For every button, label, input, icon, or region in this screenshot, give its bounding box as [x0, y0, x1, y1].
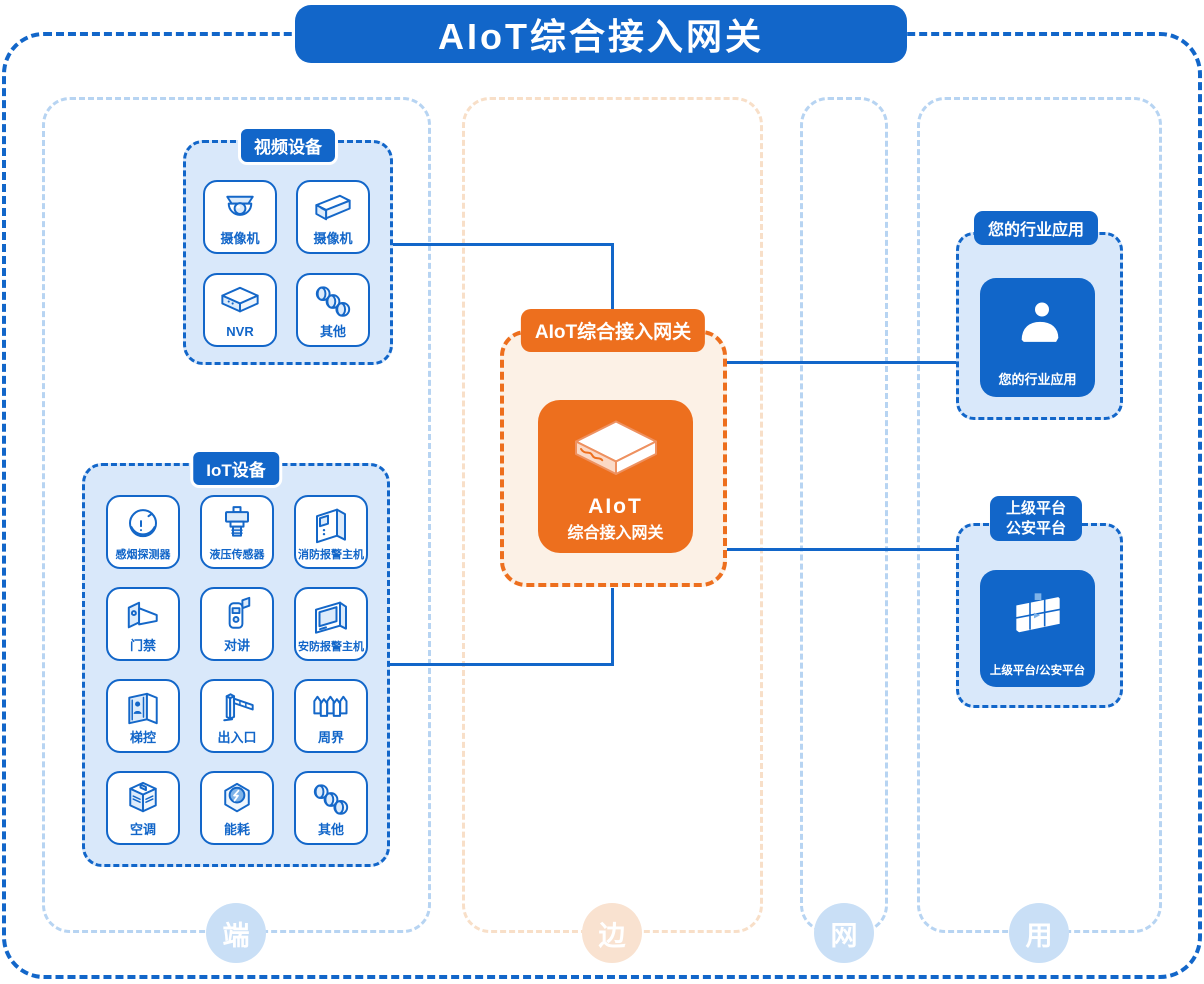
person-icon — [1019, 300, 1060, 344]
card-nvr: NVR — [203, 273, 277, 347]
upper-platform-label: 上级平台 公安平台 — [989, 496, 1083, 541]
iot-devices-cards: 感烟探测器 液压传感器 消防报警主机 门禁 对讲 安防报警主机 梯控 出入口 — [106, 495, 368, 845]
industry-app-tile-label: 您的行业应用 — [998, 372, 1077, 387]
card-elevator-control: 梯控 — [106, 679, 180, 753]
fire-alarm-panel-icon — [316, 508, 346, 544]
card-energy: 能耗 — [200, 771, 274, 845]
iot-devices-group: 感烟探测器 液压传感器 消防报警主机 门禁 对讲 安防报警主机 梯控 出入口 — [82, 463, 390, 867]
gateway-device-icon — [574, 420, 657, 475]
air-conditioner-icon — [129, 781, 157, 813]
card-label: 安防报警主机 — [298, 641, 364, 654]
video-devices-cards: 摄像机 摄像机 NVR 其他 — [203, 180, 370, 347]
card-label: 对讲 — [223, 638, 250, 654]
card-label: 能耗 — [223, 822, 250, 838]
card-perimeter: 周界 — [294, 679, 368, 753]
nvr-icon — [221, 286, 259, 313]
dome-camera-icon — [226, 195, 254, 216]
card-video-other: 其他 — [296, 273, 370, 347]
upper-platform-tile: 上级平台/公安平台 — [980, 570, 1095, 687]
card-label: 摄像机 — [220, 231, 260, 247]
connector-iot-horizontal — [390, 663, 614, 666]
card-label: 出入口 — [217, 730, 257, 746]
upper-platform-label-line1: 上级平台 — [1005, 500, 1067, 517]
connector-video-vertical — [611, 243, 614, 311]
elevator-control-icon — [128, 692, 158, 725]
smoke-detector-icon — [129, 509, 157, 538]
barrier-gate-icon — [223, 693, 254, 722]
card-label: 感烟探测器 — [115, 549, 171, 562]
security-alarm-panel-icon — [315, 601, 347, 634]
card-intercom: 对讲 — [200, 587, 274, 661]
card-label: 其他 — [319, 324, 346, 340]
card-label: 消防报警主机 — [298, 549, 364, 562]
card-label: 门禁 — [129, 638, 156, 654]
iot-group-label: IoT设备 — [190, 449, 282, 488]
card-label: 其他 — [317, 822, 344, 838]
intercom-icon — [228, 596, 251, 629]
pressure-sensor-icon — [225, 506, 249, 537]
card-barrier-gate: 出入口 — [200, 679, 274, 753]
perimeter-fence-icon — [313, 695, 348, 717]
zone-circle-application: 用 — [1009, 903, 1069, 963]
card-label: 空调 — [129, 822, 156, 838]
coins-icon — [315, 286, 351, 317]
gateway-tile-line2: 综合接入网关 — [567, 524, 664, 542]
connector-gateway-upper-platform — [727, 548, 956, 551]
connector-gateway-industry-app — [727, 361, 956, 364]
connector-video-horizontal — [393, 243, 613, 246]
gateway-tile: AIoT 综合接入网关 — [538, 400, 693, 553]
card-security-alarm-panel: 安防报警主机 — [294, 587, 368, 661]
gateway-tile-line1: AIoT — [588, 494, 643, 518]
card-fire-alarm-panel: 消防报警主机 — [294, 495, 368, 569]
zone-network — [800, 97, 888, 933]
card-bullet-camera: 摄像机 — [296, 180, 370, 254]
zone-circle-network: 网 — [814, 903, 874, 963]
page-title: AIoT综合接入网关 — [295, 5, 907, 63]
zone-circle-terminal: 端 — [206, 903, 266, 963]
video-group-label: 视频设备 — [238, 126, 338, 165]
card-air-conditioner: 空调 — [106, 771, 180, 845]
card-smoke-detector: 感烟探测器 — [106, 495, 180, 569]
coins-icon — [313, 784, 349, 815]
video-wall-icon — [1013, 592, 1062, 635]
bullet-camera-icon — [315, 194, 351, 221]
upper-platform-label-line2: 公安平台 — [1005, 519, 1067, 537]
card-access-control: 门禁 — [106, 587, 180, 661]
energy-meter-icon — [224, 782, 250, 813]
card-label: 液压传感器 — [209, 549, 265, 562]
card-label: 周界 — [317, 730, 344, 746]
card-dome-camera: 摄像机 — [203, 180, 277, 254]
video-devices-group: 摄像机 摄像机 NVR 其他 — [183, 140, 393, 365]
zone-circle-edge: 边 — [582, 903, 642, 963]
card-label: 摄像机 — [313, 231, 353, 247]
access-control-icon — [127, 601, 158, 629]
card-iot-other: 其他 — [294, 771, 368, 845]
card-label: NVR — [226, 324, 254, 340]
industry-app-tile: 您的行业应用 — [980, 278, 1095, 397]
connector-iot-vertical — [611, 588, 614, 666]
card-label: 梯控 — [129, 730, 156, 746]
upper-platform-tile-label: 上级平台/公安平台 — [989, 665, 1086, 677]
card-pressure-sensor: 液压传感器 — [200, 495, 274, 569]
industry-app-label: 您的行业应用 — [973, 211, 1099, 245]
gateway-label: AIoT综合接入网关 — [520, 309, 706, 352]
